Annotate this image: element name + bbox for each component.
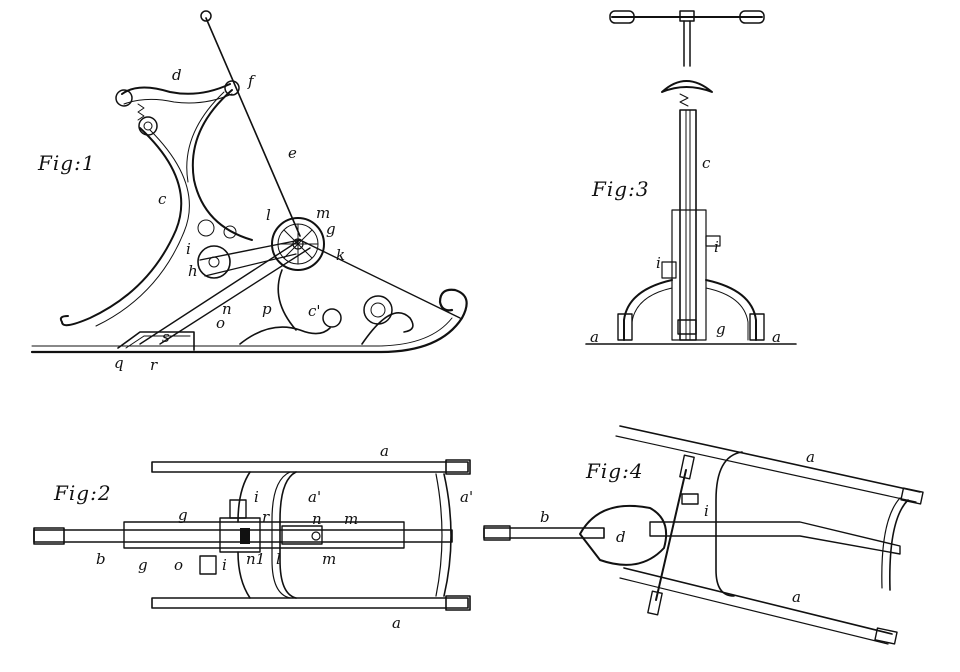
fig1-label-m: m: [316, 204, 330, 222]
fig1-label-c: c: [158, 190, 167, 208]
fig1-label-c1: c': [308, 302, 321, 320]
fig1-label-f: f: [247, 72, 256, 90]
fig1-label-n: n: [222, 300, 232, 318]
fig4-label-i: i: [704, 502, 709, 520]
fig2-label-l: l: [276, 550, 281, 568]
fig3-label-g: g: [716, 320, 726, 338]
fig2-label-a1-right: a': [460, 488, 473, 506]
fig3-title: Fig:3: [591, 177, 650, 201]
fig4-label-a-top: a: [806, 448, 815, 466]
fig1-label-d: d: [172, 66, 182, 84]
fig2-label-b: b: [96, 550, 106, 568]
fig1-title: Fig:1: [37, 151, 96, 175]
fig3-label-i-left: i: [656, 254, 661, 272]
fig1-label-i: i: [186, 240, 191, 258]
fig3-label-a-left: a: [590, 328, 599, 346]
fig2-label-a-top: a: [380, 442, 389, 460]
fig4-label-d: d: [616, 528, 626, 546]
figure-4: [483, 425, 924, 645]
fig2-label-n: n: [312, 510, 322, 528]
fig2-label-i-bot: i: [222, 556, 227, 574]
figure-1: [30, 10, 468, 354]
fig2-label-n1: n1: [246, 550, 265, 568]
fig2-label-m2: m: [322, 550, 336, 568]
fig1-label-g: g: [326, 220, 336, 238]
fig3-label-i-right: i: [714, 238, 719, 256]
fig1-label-q: q: [114, 354, 124, 372]
fig4-label-a-bot: a: [792, 588, 801, 606]
figure-2: [33, 459, 471, 611]
fig3-label-a-right: a: [772, 328, 781, 346]
fig2-label-m: m: [344, 510, 358, 528]
fig4-title: Fig:4: [585, 459, 644, 483]
fig2-label-o: o: [174, 556, 183, 574]
fig1-label-k: k: [336, 246, 345, 264]
fig1-label-p: p: [262, 300, 272, 318]
fig1-label-h: h: [188, 262, 198, 280]
figure-3: [585, 10, 797, 345]
fig2-title: Fig:2: [53, 481, 112, 505]
fig1-label-r: r: [150, 356, 158, 374]
fig1-label-e: e: [288, 144, 297, 162]
fig2-label-i-top: i: [254, 488, 259, 506]
fig4-label-b: b: [540, 508, 550, 526]
fig1-label-o: o: [216, 314, 225, 332]
fig2-label-r: r: [262, 508, 270, 526]
fig1-label-l: l: [266, 206, 271, 224]
fig2-label-g2: g: [138, 556, 148, 574]
fig3-label-c: c: [702, 154, 711, 172]
fig2-label-g: g: [178, 506, 188, 524]
fig2-label-a-bot: a: [392, 614, 401, 632]
fig1-label-s: s: [162, 328, 170, 346]
fig2-label-a1: a': [308, 488, 321, 506]
